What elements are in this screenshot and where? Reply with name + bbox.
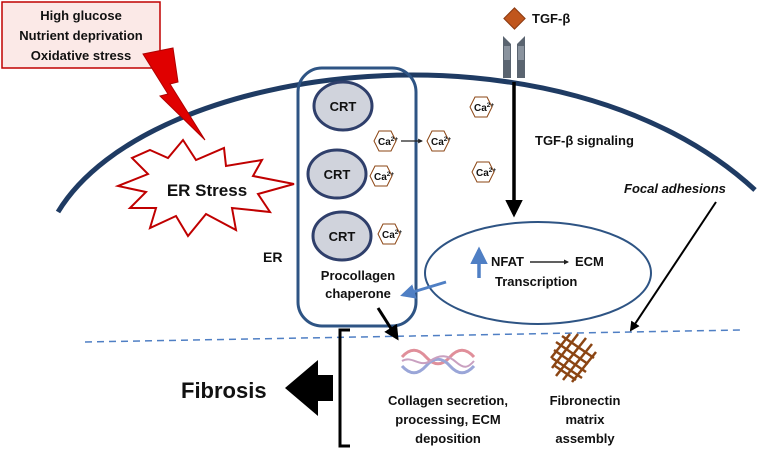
- nfat-label: NFAT: [491, 254, 524, 269]
- crt-label-3: CRT: [329, 229, 356, 244]
- extracellular-boundary: [84, 329, 741, 343]
- ecm-label: ECM: [575, 254, 604, 269]
- tgf-receptor-icon: [503, 36, 525, 78]
- fibrosis-bracket: [338, 328, 350, 448]
- chaperone-line-1: Procollagen: [321, 268, 395, 283]
- focal-adhesions-arrow: [629, 201, 717, 332]
- crt-label-2: CRT: [324, 167, 351, 182]
- chaperone-line-2: chaperone: [325, 286, 391, 301]
- fibronectin-line-1: Fibronectin: [550, 393, 621, 408]
- nucleus-to-er-arrow: [400, 280, 447, 299]
- tgf-ligand-icon: [503, 7, 526, 30]
- nucleus: [424, 221, 652, 325]
- fibronectin-mesh-icon: [550, 333, 597, 383]
- svg-text:Ca2+: Ca2+: [378, 136, 398, 148]
- svg-text:Ca2+: Ca2+: [476, 167, 496, 179]
- transcription-label: Transcription: [495, 274, 577, 289]
- er-stress-starburst: [114, 138, 295, 238]
- collagen-line-1: Collagen secretion,: [388, 393, 508, 408]
- fibrosis-arrow-icon: [285, 360, 333, 416]
- er-stress-label: ER Stress: [167, 181, 247, 200]
- fibronectin-line-2: matrix: [565, 412, 605, 427]
- crt-protein-2: CRT: [306, 148, 368, 200]
- lightning-bolt-icon: [142, 47, 206, 141]
- focal-adhesions-label: Focal adhesions: [624, 181, 726, 196]
- svg-text:Ca2+: Ca2+: [431, 136, 451, 148]
- stress-line-3: Oxidative stress: [31, 48, 131, 63]
- tgf-ligand-label: TGF-β: [532, 11, 570, 26]
- calcium-hexagon: Ca2+: [369, 165, 394, 187]
- stress-box: High glucose Nutrient deprivation Oxidat…: [1, 1, 161, 69]
- calcium-hexagon: Ca2+: [471, 161, 496, 183]
- calcium-hexagon: Ca2+: [373, 130, 398, 152]
- er-compartment: [296, 66, 418, 328]
- collagen-helix-icon: [400, 348, 476, 375]
- crt-label-1: CRT: [330, 99, 357, 114]
- collagen-line-3: deposition: [415, 431, 481, 446]
- calcium-hexagon: Ca2+: [377, 223, 402, 245]
- cell-membrane: [55, 72, 757, 214]
- calcium-hexagon: Ca2+: [426, 130, 451, 152]
- crt-protein-3: CRT: [311, 210, 373, 262]
- collagen-line-2: processing, ECM: [395, 412, 500, 427]
- secretion-arrow: [376, 307, 399, 341]
- fibrosis-label: Fibrosis: [181, 378, 267, 403]
- crt-protein-1: CRT: [312, 80, 374, 132]
- stress-line-2: Nutrient deprivation: [19, 28, 143, 43]
- svg-text:Ca2+: Ca2+: [474, 102, 494, 114]
- fibronectin-line-3: assembly: [555, 431, 615, 446]
- stress-line-1: High glucose: [40, 8, 122, 23]
- tgf-signaling-label: TGF-β signaling: [535, 133, 634, 148]
- calcium-hexagon: Ca2+: [469, 96, 494, 118]
- svg-text:Ca2+: Ca2+: [374, 171, 394, 183]
- er-label: ER: [263, 249, 282, 265]
- svg-text:Ca2+: Ca2+: [382, 229, 402, 241]
